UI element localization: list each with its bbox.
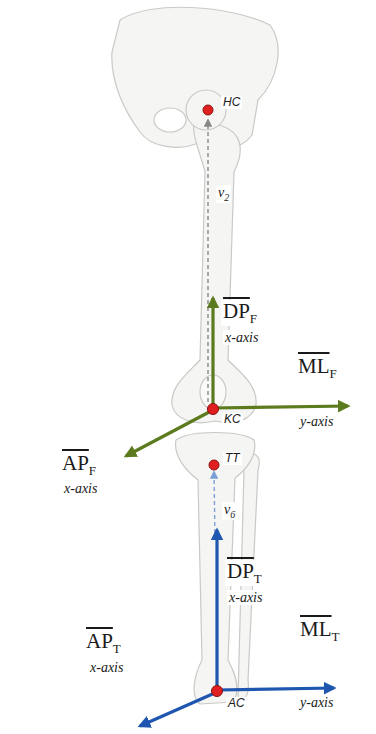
- axis-name-group: x-axis: [88, 660, 125, 675]
- axis-name: x-axis: [90, 660, 123, 675]
- axis-name-group: y-axis: [298, 414, 335, 429]
- subscript: 6: [230, 509, 235, 520]
- axis-label: ML: [298, 354, 330, 378]
- axis-label: ML: [300, 617, 332, 641]
- subscript: T: [113, 641, 121, 656]
- subscript: F: [89, 463, 96, 478]
- vector-v2: [207, 120, 208, 402]
- axis-name-group: x-axis: [62, 481, 99, 496]
- axis-label-group: DPT: [225, 560, 264, 586]
- subscript: T: [254, 571, 262, 586]
- axis-name: x-axis: [225, 330, 258, 345]
- landmark-label-group: HC: [221, 96, 242, 109]
- subscript: F: [250, 311, 257, 326]
- vector-label-group: v6: [222, 502, 237, 520]
- bone-drawing: [112, 7, 278, 704]
- axis-label-group: MLF: [296, 355, 339, 381]
- axis-label: AP: [86, 629, 113, 653]
- axis-name-group: x-axis: [223, 330, 260, 345]
- landmark-label: AC: [228, 696, 245, 710]
- axis-name: y-axis: [300, 695, 333, 710]
- axis-name-group: x-axis: [227, 590, 264, 605]
- axis-label-group: APT: [84, 630, 123, 656]
- axis-label: DP: [223, 299, 250, 323]
- landmark-label: TT: [225, 451, 240, 465]
- subscript: F: [330, 366, 337, 381]
- vector-v6: [214, 472, 215, 540]
- landmark-label-group: KC: [222, 413, 243, 426]
- vector-label: v: [224, 502, 230, 517]
- femur-frame: [126, 298, 348, 456]
- landmark-label: KC: [224, 412, 241, 426]
- axis-label: DP: [227, 559, 254, 583]
- tibia-frame: [140, 530, 334, 726]
- axis-label-group: MLT: [298, 618, 341, 644]
- vector-label: v: [218, 185, 224, 200]
- landmark-label-group: TT: [223, 452, 242, 465]
- landmark-label: HC: [223, 95, 240, 109]
- axis-label: AP: [62, 451, 89, 475]
- axis-name-group: y-axis: [298, 695, 335, 710]
- subscript: T: [332, 629, 340, 644]
- axis-name: x-axis: [64, 481, 97, 496]
- axis-label-group: APF: [60, 452, 98, 478]
- vector-label-group: v2: [216, 185, 231, 203]
- axis-label-group: DPF: [221, 300, 259, 326]
- landmark-label-group: AC: [226, 697, 247, 710]
- axis-name: y-axis: [300, 414, 333, 429]
- subscript: 2: [224, 192, 229, 203]
- axis-name: x-axis: [229, 590, 262, 605]
